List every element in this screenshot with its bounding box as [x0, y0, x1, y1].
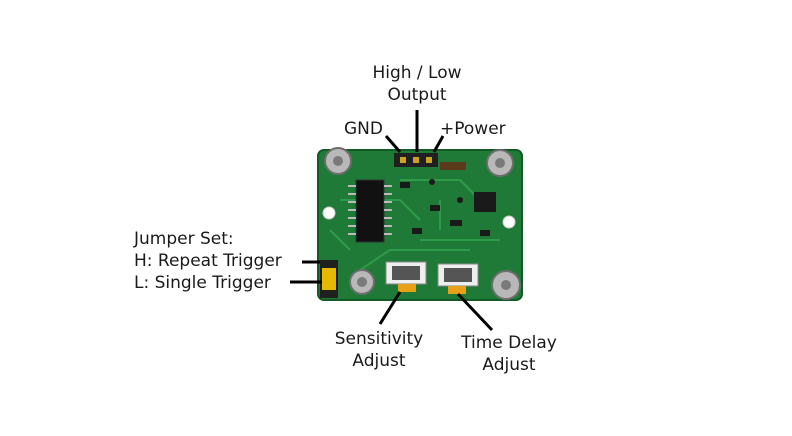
pin-header	[394, 153, 438, 167]
label-jumper-h: H: Repeat Trigger	[134, 250, 282, 272]
capacitor-bottom-left	[350, 270, 374, 294]
label-output: High / Low Output	[358, 62, 476, 106]
label-jumper-title: Jumper Set:	[134, 228, 282, 250]
capacitor-bottom-right	[492, 271, 520, 299]
capacitor-top-left	[325, 148, 351, 174]
label-jumper-l: L: Single Trigger	[134, 272, 282, 294]
label-sensitivity: Sensitivity Adjust	[324, 328, 434, 372]
label-sensitivity-line1: Sensitivity	[324, 328, 434, 350]
label-delay: Time Delay Adjust	[450, 332, 568, 376]
jumper-block	[320, 260, 338, 298]
label-output-line2: Output	[358, 84, 476, 106]
label-delay-line1: Time Delay	[450, 332, 568, 354]
label-jumper: Jumper Set: H: Repeat Trigger L: Single …	[134, 228, 282, 294]
label-gnd: GND	[344, 118, 383, 140]
capacitor-top-right	[487, 150, 513, 176]
label-power: +Power	[440, 118, 506, 140]
label-output-line1: High / Low	[358, 62, 476, 84]
label-sensitivity-line2: Adjust	[324, 350, 434, 372]
label-delay-line2: Adjust	[450, 354, 568, 376]
